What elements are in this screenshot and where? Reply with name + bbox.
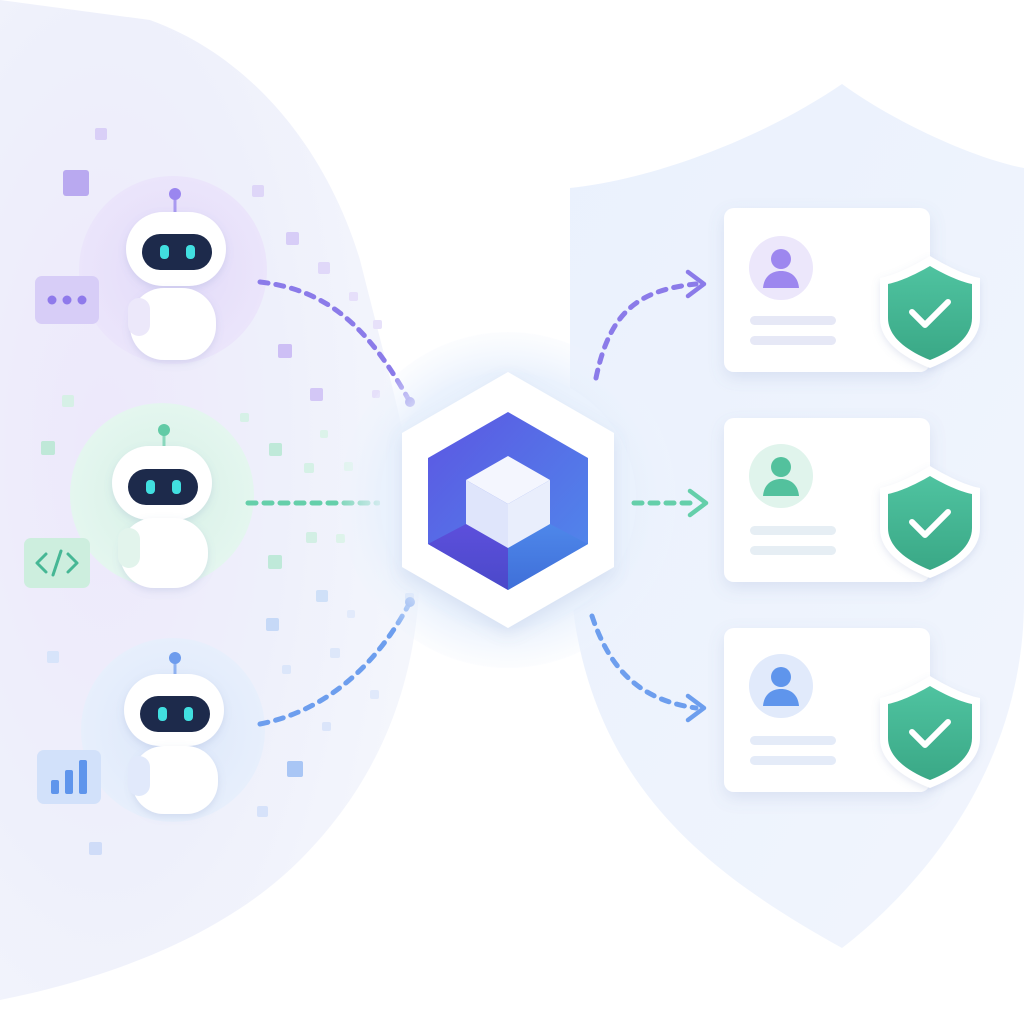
agent-robot-blue (81, 638, 265, 822)
connector-hub-to-user-2 (631, 488, 709, 518)
hexagon-cube-icon (428, 412, 588, 590)
user-icon (749, 654, 813, 718)
agent-robot-purple (79, 176, 267, 364)
connector-hub-to-user-3 (589, 613, 707, 723)
bar-chart-icon (37, 750, 101, 804)
user-icon (749, 444, 813, 508)
shield-check-icon (880, 676, 980, 788)
user-icon (749, 236, 813, 300)
code-icon (24, 538, 90, 588)
shield-check-icon (880, 256, 980, 368)
agent-robot-green (70, 403, 254, 588)
shield-check-icon (880, 466, 980, 578)
connector-hub-to-user-1 (593, 269, 707, 381)
ellipsis-icon (35, 276, 99, 324)
